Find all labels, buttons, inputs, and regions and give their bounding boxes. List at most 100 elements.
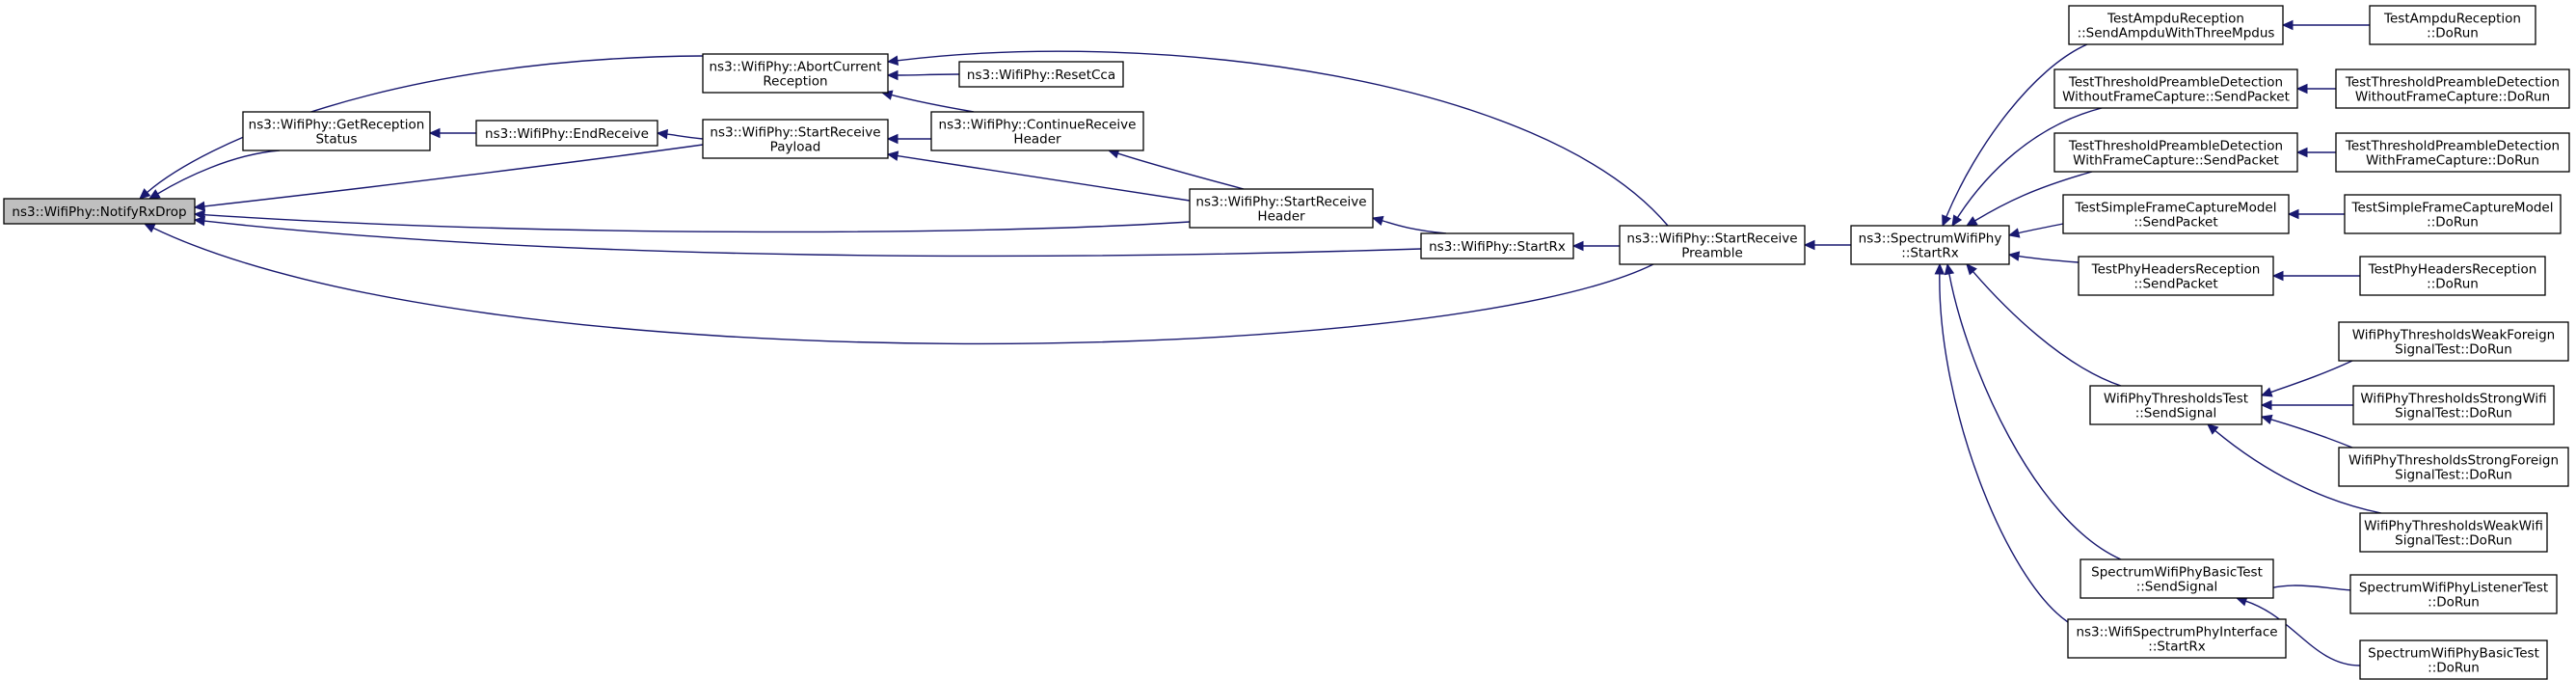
edge-line xyxy=(891,94,975,113)
edge-line xyxy=(203,220,1422,258)
arrowhead-icon xyxy=(2007,228,2021,238)
arrowhead-icon xyxy=(886,150,899,161)
node-label: ::SendAmpduWithThreeMpdus xyxy=(2078,26,2275,41)
node-label: ::SendPacket xyxy=(2133,277,2217,292)
edge-line xyxy=(1948,273,2122,560)
arrowhead-icon xyxy=(143,223,156,233)
arrowhead-icon xyxy=(1803,239,1815,251)
node-box xyxy=(2053,68,2298,109)
node-listenerrun[interactable]: SpectrumWifiPhyListenerTest::DoRun xyxy=(2349,574,2558,614)
arrowhead-icon xyxy=(2260,399,2272,411)
node-tpdworun[interactable]: TestThresholdPreambleDetectionWithoutFra… xyxy=(2335,68,2570,109)
node-label: ::DoRun xyxy=(2428,661,2480,676)
node-basicrun[interactable]: SpectrumWifiPhyBasicTest::DoRun xyxy=(2359,639,2548,680)
arrowhead-icon xyxy=(2281,19,2294,31)
arrowhead-icon xyxy=(1965,216,1978,227)
node-box xyxy=(2359,256,2546,296)
node-ampdusend[interactable]: TestAmpduReception::SendAmpduWithThreeMp… xyxy=(2068,5,2284,45)
node-phsend[interactable]: TestPhyHeadersReception::SendPacket xyxy=(2078,256,2274,296)
node-box xyxy=(2359,639,2548,680)
node-label: ::StartRx xyxy=(2148,639,2205,655)
edge-phrun-to-phsend xyxy=(2271,270,2361,282)
node-label: WifiPhyThresholdsStrongWifi xyxy=(2360,392,2546,407)
node-label: WithoutFrameCapture::DoRun xyxy=(2355,90,2550,105)
edge-ampdurun-to-ampdusend xyxy=(2281,19,2370,31)
node-label: WifiPhyThresholdsWeakForeign xyxy=(2352,328,2556,343)
node-tpdwsend[interactable]: TestThresholdPreambleDetectionWithFrameC… xyxy=(2053,132,2298,173)
node-basicsend[interactable]: SpectrumWifiPhyBasicTest::SendSignal xyxy=(2080,558,2274,599)
node-box xyxy=(2067,618,2287,659)
node-label: ::DoRun xyxy=(2428,595,2480,611)
edge-wfrun-to-threshsend xyxy=(2260,360,2353,397)
node-box xyxy=(2080,558,2274,599)
edge-sfrun-to-threshsend xyxy=(2260,414,2353,449)
node-label: ns3::WifiPhy::StartRx xyxy=(1429,239,1566,255)
node-spectrumstartrx[interactable]: ns3::SpectrumWifiPhy::StartRx xyxy=(1850,225,2010,265)
node-box xyxy=(2089,385,2263,425)
node-ifacestartrx[interactable]: ns3::WifiSpectrumPhyInterface::StartRx xyxy=(2067,618,2287,659)
node-sfcrun[interactable]: TestSimpleFrameCaptureModel::DoRun xyxy=(2344,194,2562,234)
arrowhead-icon xyxy=(1934,262,1945,275)
node-phrun[interactable]: TestPhyHeadersReception::DoRun xyxy=(2359,256,2546,296)
arrowhead-icon xyxy=(193,215,206,227)
node-box xyxy=(2359,512,2548,553)
node-sfcsend[interactable]: TestSimpleFrameCaptureModel::SendPacket xyxy=(2062,194,2290,234)
node-notify[interactable]: ns3::WifiPhy::NotifyRxDrop xyxy=(3,198,196,225)
node-box xyxy=(475,120,658,147)
node-sfrun[interactable]: WifiPhyThresholdsStrongForeignSignalTest… xyxy=(2338,447,2569,487)
arrowhead-icon xyxy=(886,55,899,66)
edge-abort-to-notify xyxy=(139,55,704,200)
node-label: ns3::WifiPhy::ResetCca xyxy=(967,68,1115,83)
node-box xyxy=(702,53,889,94)
arrowhead-icon xyxy=(2271,270,2284,282)
node-label: ns3::WifiPhy::EndReceive xyxy=(485,126,649,142)
edge-line xyxy=(1972,271,2122,387)
edge-startrecpreamble-to-startrx xyxy=(1571,240,1620,252)
edge-ampdusend-to-spectrumstartrx xyxy=(1942,43,2088,228)
edge-line xyxy=(2018,223,2064,234)
node-label: WithFrameCapture::SendPacket xyxy=(2073,153,2279,169)
arrowhead-icon xyxy=(886,133,899,145)
edge-layer xyxy=(139,19,2382,666)
arrowhead-icon xyxy=(2295,83,2308,95)
node-label: SignalTest::DoRun xyxy=(2395,533,2512,549)
edge-spectrumstartrx-to-startrecpreamble xyxy=(1803,239,1851,251)
edge-line xyxy=(2018,255,2080,263)
node-label: Reception xyxy=(763,74,827,90)
edge-threshsend-to-spectrumstartrx xyxy=(1966,263,2122,387)
arrowhead-icon xyxy=(1571,240,1584,252)
edge-tpdworun-to-tpdwosend xyxy=(2295,83,2336,95)
node-label: SignalTest::DoRun xyxy=(2395,342,2512,358)
node-label: ns3::WifiSpectrumPhyInterface xyxy=(2076,625,2277,640)
node-endreceive[interactable]: ns3::WifiPhy::EndReceive xyxy=(475,120,658,147)
node-tpdwrun[interactable]: TestThresholdPreambleDetectionWithFrameC… xyxy=(2335,132,2570,173)
node-tpdwosend[interactable]: TestThresholdPreambleDetectionWithoutFra… xyxy=(2053,68,2298,109)
node-threshsend[interactable]: WifiPhyThresholdsTest::SendSignal xyxy=(2089,385,2263,425)
node-label: TestThresholdPreambleDetection xyxy=(2345,75,2560,91)
node-wfrun[interactable]: WifiPhyThresholdsWeakForeignSignalTest::… xyxy=(2338,321,2569,362)
edge-phsend-to-spectrumstartrx xyxy=(2007,251,2080,263)
arrowhead-icon xyxy=(428,127,441,139)
node-label: WifiPhyThresholdsWeakWifi xyxy=(2364,519,2543,534)
edge-swrun-to-threshsend xyxy=(2260,399,2354,411)
edge-line xyxy=(2270,419,2353,449)
node-wwrun[interactable]: WifiPhyThresholdsWeakWifiSignalTest::DoR… xyxy=(2359,512,2548,553)
edge-continuerecheader-to-startrecpayload xyxy=(886,133,931,145)
node-box xyxy=(2338,447,2569,487)
node-ampdurun[interactable]: TestAmpduReception::DoRun xyxy=(2369,5,2536,45)
edge-wwrun-to-threshsend xyxy=(2207,423,2382,514)
edge-line xyxy=(897,154,1191,202)
node-swrun[interactable]: WifiPhyThresholdsStrongWifiSignalTest::D… xyxy=(2352,385,2555,425)
arrowhead-icon xyxy=(1966,263,1977,276)
node-resetcca[interactable]: ns3::WifiPhy::ResetCca xyxy=(958,61,1124,88)
edge-line xyxy=(666,133,704,140)
node-startrx[interactable]: ns3::WifiPhy::StartRx xyxy=(1420,232,1574,259)
node-label: Header xyxy=(1013,132,1061,148)
edge-line xyxy=(2245,600,2361,666)
